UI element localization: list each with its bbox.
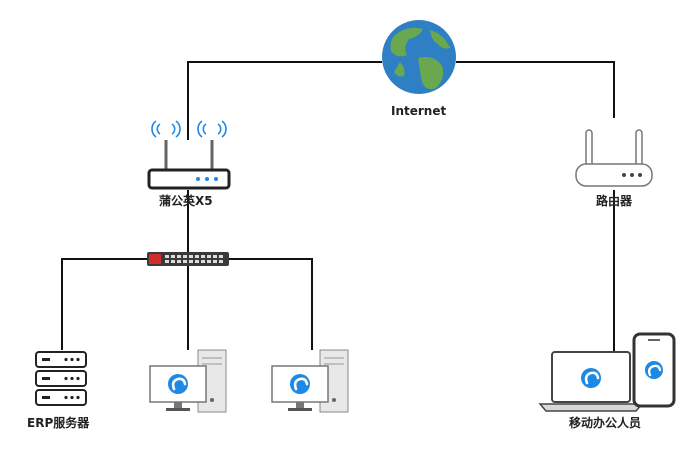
router-label: 路由器 bbox=[596, 194, 633, 208]
globe-icon bbox=[382, 20, 456, 94]
server-rack-icon bbox=[35, 351, 87, 406]
connection-lines bbox=[61, 61, 615, 352]
internet-label: Internet bbox=[391, 104, 447, 118]
mobile-users-label: 移动办公人员 bbox=[569, 416, 642, 430]
desktop-pc-icon bbox=[271, 349, 349, 413]
link-internet-router bbox=[456, 61, 615, 118]
desktop-pc-icon bbox=[149, 349, 227, 413]
link-switch-right-bus bbox=[229, 258, 313, 350]
link-internet-pugongying bbox=[187, 61, 382, 140]
router-icon bbox=[575, 129, 653, 187]
pugongying-x5-label: 蒲公英X5 bbox=[159, 194, 213, 208]
network-switch-icon bbox=[147, 252, 229, 266]
wireless-router-icon bbox=[147, 120, 231, 190]
laptop-phone-icon bbox=[538, 332, 676, 412]
erp-server-label: ERP服务器 bbox=[27, 416, 90, 430]
link-switch-left-bus bbox=[61, 258, 147, 350]
